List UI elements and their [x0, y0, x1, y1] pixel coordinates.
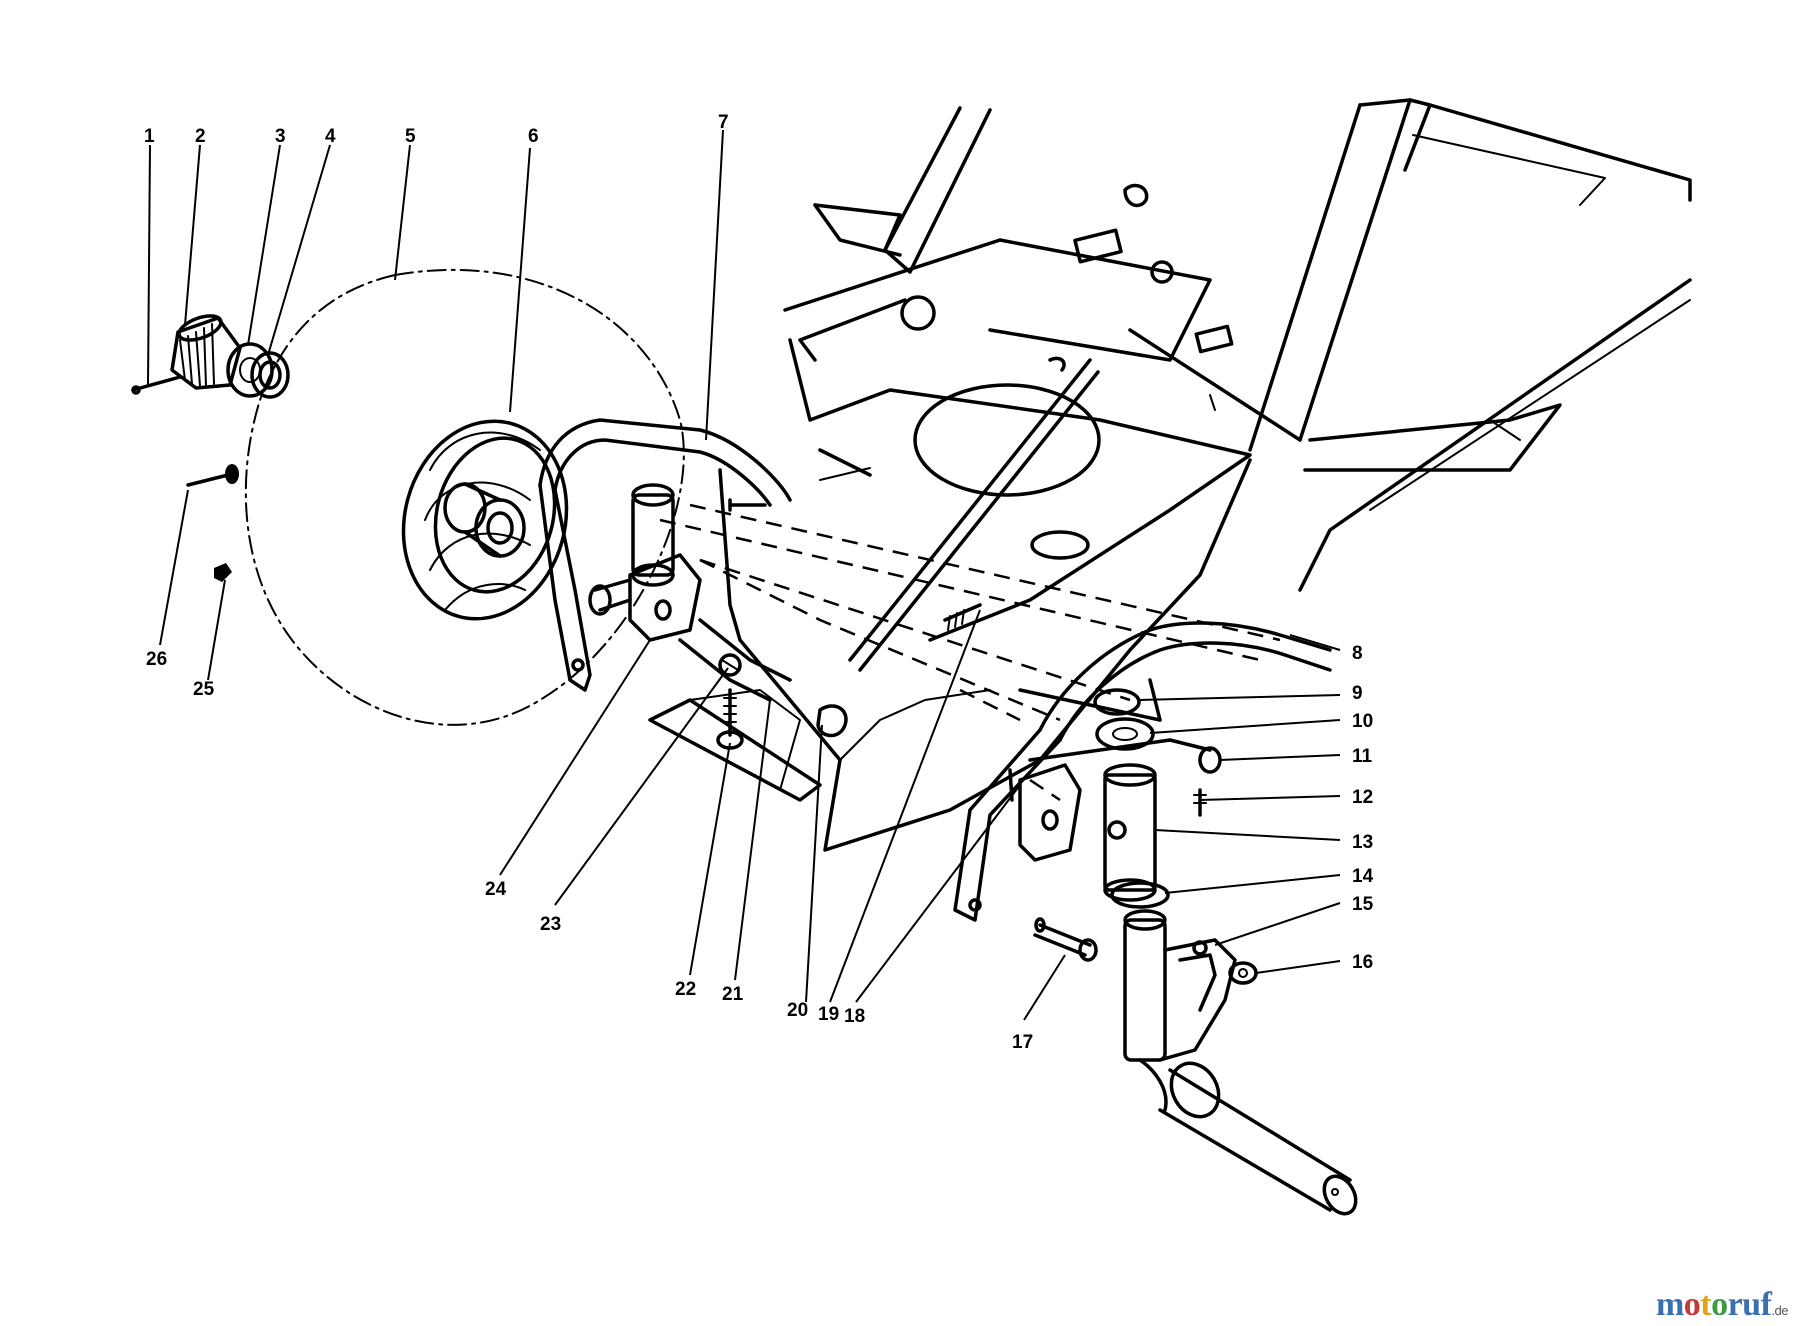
- callout-17: 17: [1012, 1032, 1033, 1053]
- callout-24: 24: [485, 879, 507, 900]
- watermark-part-4: o: [1711, 1286, 1728, 1323]
- leader-lines: [147, 129, 1341, 1021]
- callout-14: 14: [1352, 866, 1374, 887]
- callout-26: 26: [146, 649, 167, 670]
- callout-22: 22: [675, 979, 696, 1000]
- callout-labels: 1 2 3 4 5 6 7 8 9 10 11 12 13 14 15 16 1…: [144, 112, 1374, 1053]
- callout-2: 2: [195, 126, 206, 147]
- callout-5: 5: [405, 126, 416, 147]
- callout-3: 3: [275, 126, 286, 147]
- callout-21: 21: [722, 984, 744, 1005]
- callout-19: 19: [818, 1004, 839, 1025]
- callout-7: 7: [718, 112, 729, 133]
- left-spindle-assembly: [538, 418, 982, 750]
- callout-6: 6: [528, 126, 539, 147]
- callout-13: 13: [1352, 832, 1373, 853]
- callout-11: 11: [1352, 746, 1373, 767]
- callout-9: 9: [1352, 683, 1363, 704]
- callout-4: 4: [325, 126, 336, 147]
- watermark-part-2: o: [1683, 1286, 1701, 1323]
- hidden-lines: [659, 503, 1281, 802]
- callout-23: 23: [540, 914, 561, 935]
- callout-10: 10: [1352, 711, 1373, 732]
- right-spindle-assembly: [953, 621, 1358, 1216]
- watermark-part-5: ruf: [1727, 1286, 1772, 1323]
- callout-18: 18: [844, 1006, 865, 1027]
- callout-16: 16: [1352, 952, 1373, 973]
- motoruf-watermark-logo: motoruf.de: [1655, 1286, 1789, 1324]
- watermark-part-3: t: [1700, 1286, 1712, 1323]
- callout-1: 1: [144, 126, 155, 147]
- callout-8: 8: [1352, 643, 1363, 664]
- callout-15: 15: [1352, 894, 1374, 915]
- watermark-part-1: m: [1655, 1286, 1684, 1323]
- callout-20: 20: [787, 1000, 808, 1021]
- callout-12: 12: [1352, 787, 1373, 808]
- tractor-frame: [648, 98, 1692, 852]
- wheel-assembly: [186, 268, 685, 726]
- watermark-tld: .de: [1771, 1303, 1788, 1318]
- hub-cap-parts: [131, 314, 290, 399]
- callout-25: 25: [193, 679, 215, 700]
